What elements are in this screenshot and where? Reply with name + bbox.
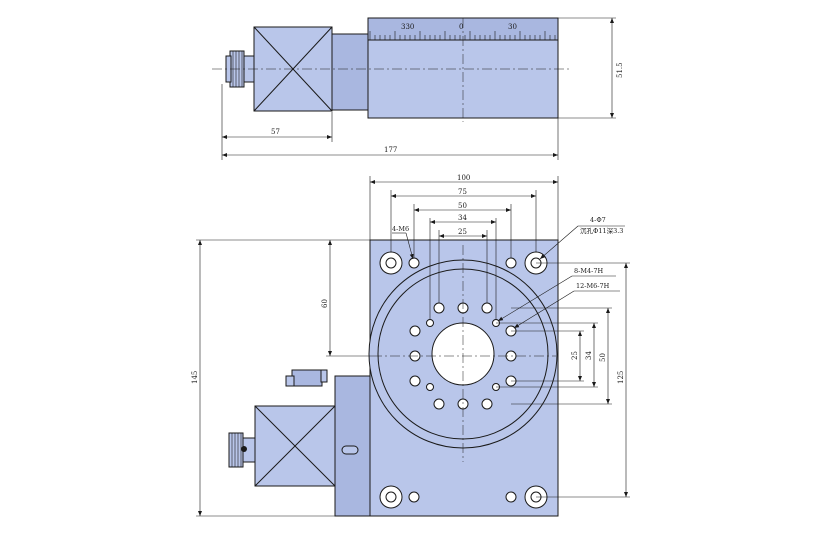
svg-text:12-M6-7H: 12-M6-7H [576,282,610,290]
dim-60: 60 [321,240,372,357]
top-view: 330 0 30 57 177 51.5 [212,17,624,160]
holes-8-m4 [426,319,500,391]
svg-text:8-M4-7H: 8-M4-7H [574,267,603,275]
bottom-knob [228,432,256,468]
scale-label-330: 330 [401,23,414,31]
svg-text:57: 57 [271,128,280,136]
dim-100: 100 [369,174,559,240]
svg-text:沉孔Φ11深3.3: 沉孔Φ11深3.3 [580,226,623,235]
bottom-view: 100 75 50 34 25 [191,174,630,517]
note-12-m6: 12-M6-7H [513,282,620,329]
svg-text:25: 25 [571,351,579,360]
scale-label-30: 30 [508,23,517,31]
svg-text:34: 34 [585,351,593,360]
svg-text:51.5: 51.5 [616,62,624,78]
note-4-m6: 4-M6 [392,225,414,260]
svg-text:145: 145 [191,371,199,384]
dim-57: 57 [222,128,332,139]
angle-scale [369,31,556,40]
svg-text:25: 25 [458,228,467,236]
svg-text:125: 125 [617,371,625,384]
note-4-phi7: 4-Φ7 沉孔Φ11深3.3 [539,216,625,260]
top-coupling [331,33,369,111]
dim-34: 34 [429,214,497,319]
svg-text:177: 177 [384,146,397,154]
scale-label-0: 0 [459,23,463,31]
svg-text:100: 100 [457,174,470,182]
dim-177: 177 [222,146,558,157]
dim-50v: 50 [511,307,612,405]
svg-text:4-M6: 4-M6 [392,225,409,233]
dim-75: 75 [390,188,537,252]
side-connector [291,369,323,387]
svg-text:75: 75 [458,188,467,196]
dim-25v: 25 [511,330,584,382]
svg-text:34: 34 [458,214,467,222]
dim-50: 50 [413,202,512,258]
svg-text:50: 50 [599,353,607,362]
svg-text:4-Φ7: 4-Φ7 [590,216,606,224]
svg-text:60: 60 [321,299,329,308]
bottom-motor-box [254,405,336,487]
dim-125: 125 [536,262,630,498]
svg-text:50: 50 [458,202,467,210]
dim-25: 25 [438,228,488,303]
dim-51-5: 51.5 [610,18,624,118]
slot [341,445,359,455]
dim-145: 145 [191,239,370,517]
dim-34v: 34 [496,322,598,388]
note-8-m4: 8-M4-7H [497,267,616,322]
